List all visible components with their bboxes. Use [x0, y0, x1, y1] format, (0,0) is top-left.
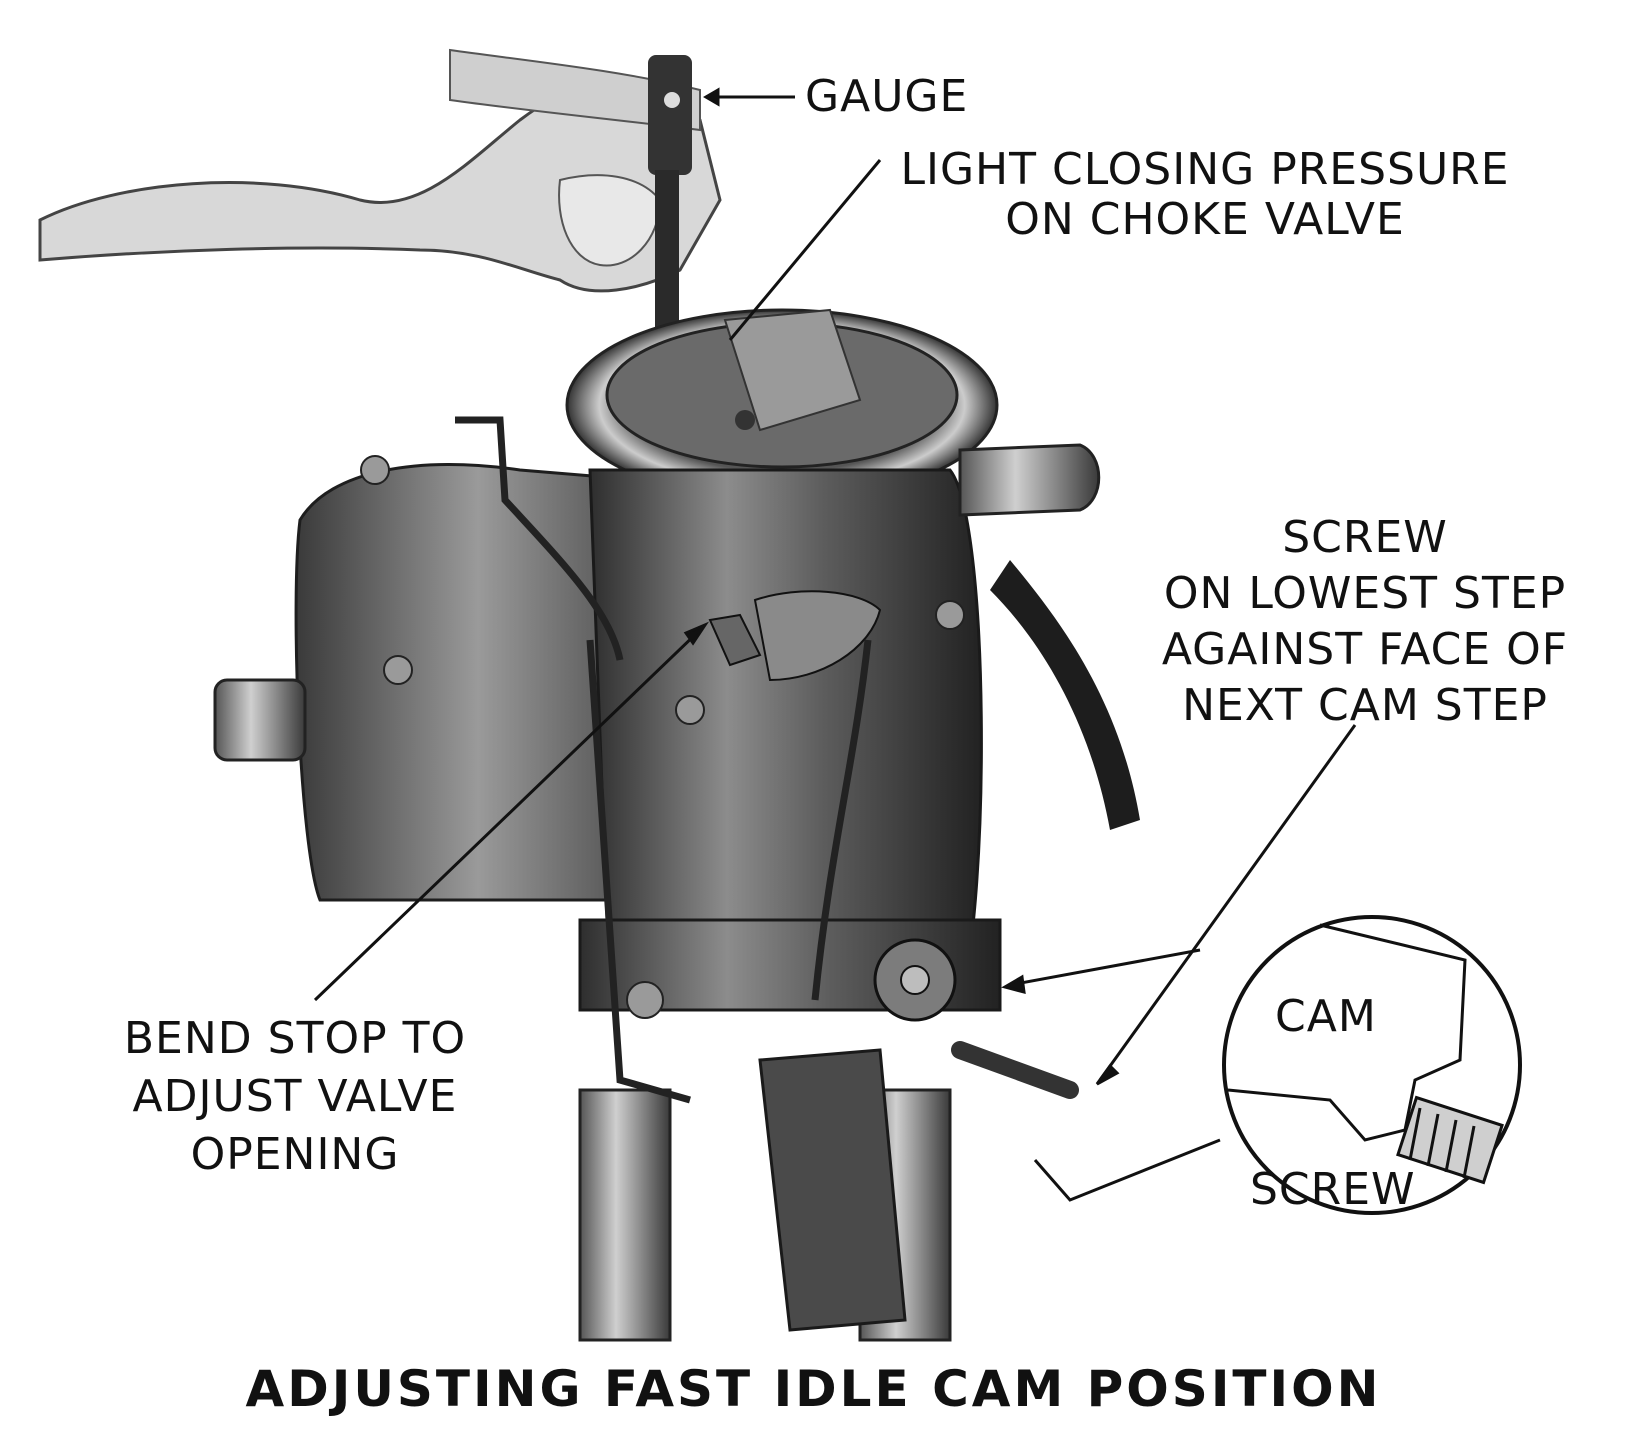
closing-pressure-line-2: ON CHOKE VALVE: [1005, 194, 1405, 245]
leader-lines: [313, 87, 1357, 1202]
air-horn: [565, 308, 999, 502]
screw-step-line-4: NEXT CAM STEP: [1182, 680, 1548, 731]
inset-screw-text: SCREW: [1250, 1164, 1416, 1215]
inset-cam-text: CAM: [1275, 991, 1377, 1042]
bend-stop-line-3: OPENING: [190, 1129, 400, 1180]
bend-stop-line-2: ADJUST VALVE: [132, 1071, 458, 1122]
screw-step-line-3: AGAINST FACE OF: [1161, 624, 1569, 675]
bend-stop-label: BEND STOP TO ADJUST VALVE OPENING: [100, 1010, 490, 1184]
closing-pressure-line-1: LIGHT CLOSING PRESSURE: [900, 144, 1510, 195]
throttle-lever: [758, 1048, 907, 1332]
inset-screw-label: SCREW: [1250, 1165, 1416, 1215]
gauge-label-text: GAUGE: [805, 71, 969, 122]
carburetor-body: [213, 416, 1140, 1342]
fast-idle-screw: [951, 1041, 1079, 1099]
screw-step-label: SCREW ON LOWEST STEP AGAINST FACE OF NEX…: [1125, 510, 1605, 734]
closing-pressure-label: LIGHT CLOSING PRESSURE ON CHOKE VALVE: [885, 145, 1525, 245]
bend-stop-line-1: BEND STOP TO: [123, 1013, 467, 1064]
screw-step-line-2: ON LOWEST STEP: [1163, 568, 1567, 619]
figure-caption: ADJUSTING FAST IDLE CAM POSITION: [245, 1360, 1382, 1418]
inset-detail: [1222, 915, 1522, 1215]
inset-cam-label: CAM: [1275, 992, 1377, 1042]
choke-stop: [708, 613, 762, 667]
choke-valve: [723, 308, 862, 432]
hand-drawing: [38, 48, 722, 293]
gauge-label: GAUGE: [805, 72, 968, 122]
fuel-inlet: [213, 678, 307, 762]
choke-rod: [811, 639, 872, 1001]
hose: [990, 560, 1140, 830]
vent-tube: [958, 443, 1101, 517]
screw-step-line-1: SCREW: [1282, 512, 1448, 563]
inset-screw-thread: [1396, 1095, 1504, 1185]
